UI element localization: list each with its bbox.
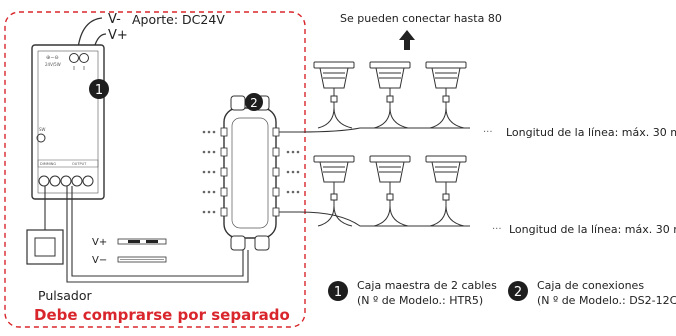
svg-text:OUTPUT: OUTPUT: [72, 162, 87, 166]
power-wire-vminus: [77, 17, 103, 49]
v-plus-label: V+: [108, 28, 128, 43]
line-length-label-1: Longitud de la línea: máx. 30 m: [506, 126, 676, 139]
svg-text:1: 1: [95, 83, 103, 98]
badge-2: 2: [245, 93, 263, 111]
svg-text:⊕−⊖: ⊕−⊖: [46, 55, 59, 61]
svg-text:1: 1: [334, 285, 342, 300]
vminus-cable: [117, 256, 167, 263]
svg-text:24V/5W: 24V/5W: [45, 62, 61, 67]
vplus-cable: [117, 238, 167, 245]
junction-box: [220, 95, 280, 251]
v-minus-label: V-: [108, 12, 121, 27]
legend-item-1-line1: Caja maestra de 2 cables: [357, 279, 497, 292]
separate-purchase-note: Debe comprarse por separado: [34, 306, 290, 324]
arrow-up-icon: [399, 30, 415, 50]
vminus-cable-label: V−: [92, 255, 107, 266]
junction-left-dots: [202, 130, 216, 214]
junction-right-dots: [286, 150, 300, 194]
legend-item-2-line2: (N º de Modelo.: DS2-12C): [537, 294, 676, 307]
line-length-label-2: Longitud de la línea: máx. 30 m: [509, 223, 676, 236]
svg-text:2: 2: [514, 285, 522, 300]
master-output-wires: [44, 186, 249, 283]
line-length-dots-1: ···: [483, 127, 493, 138]
push-button: [26, 229, 64, 265]
output-line-row2: [279, 211, 470, 227]
button-label: Pulsador: [38, 288, 92, 303]
legend-item-2-line1: Caja de conexiones: [537, 279, 644, 292]
fixture-row-2: [313, 155, 467, 227]
svg-text:2: 2: [250, 96, 258, 110]
legend-item-1-line2: (N º de Modelo.: HTR5): [357, 294, 483, 307]
fixture-row-1: [313, 61, 467, 129]
line-length-dots-2: ···: [492, 224, 502, 235]
output-line-row1: [279, 127, 470, 133]
vplus-cable-label: V+: [92, 237, 107, 248]
supply-label: Aporte: DC24V: [132, 12, 225, 27]
badge-1: 1: [89, 79, 109, 99]
legend-item-2: 2 Caja de conexiones (N º de Modelo.: DS…: [508, 279, 676, 307]
legend-item-1: 1 Caja maestra de 2 cables (N º de Model…: [328, 279, 497, 307]
master-box: ⊕−⊖ 24V/5W SW DIMMING OUTPUT: [31, 44, 105, 200]
svg-text:DIMMING: DIMMING: [40, 162, 56, 166]
separate-purchase-boundary: [4, 11, 306, 328]
svg-text:SW: SW: [39, 127, 46, 132]
top-note: Se pueden conectar hasta 80: [340, 12, 502, 25]
